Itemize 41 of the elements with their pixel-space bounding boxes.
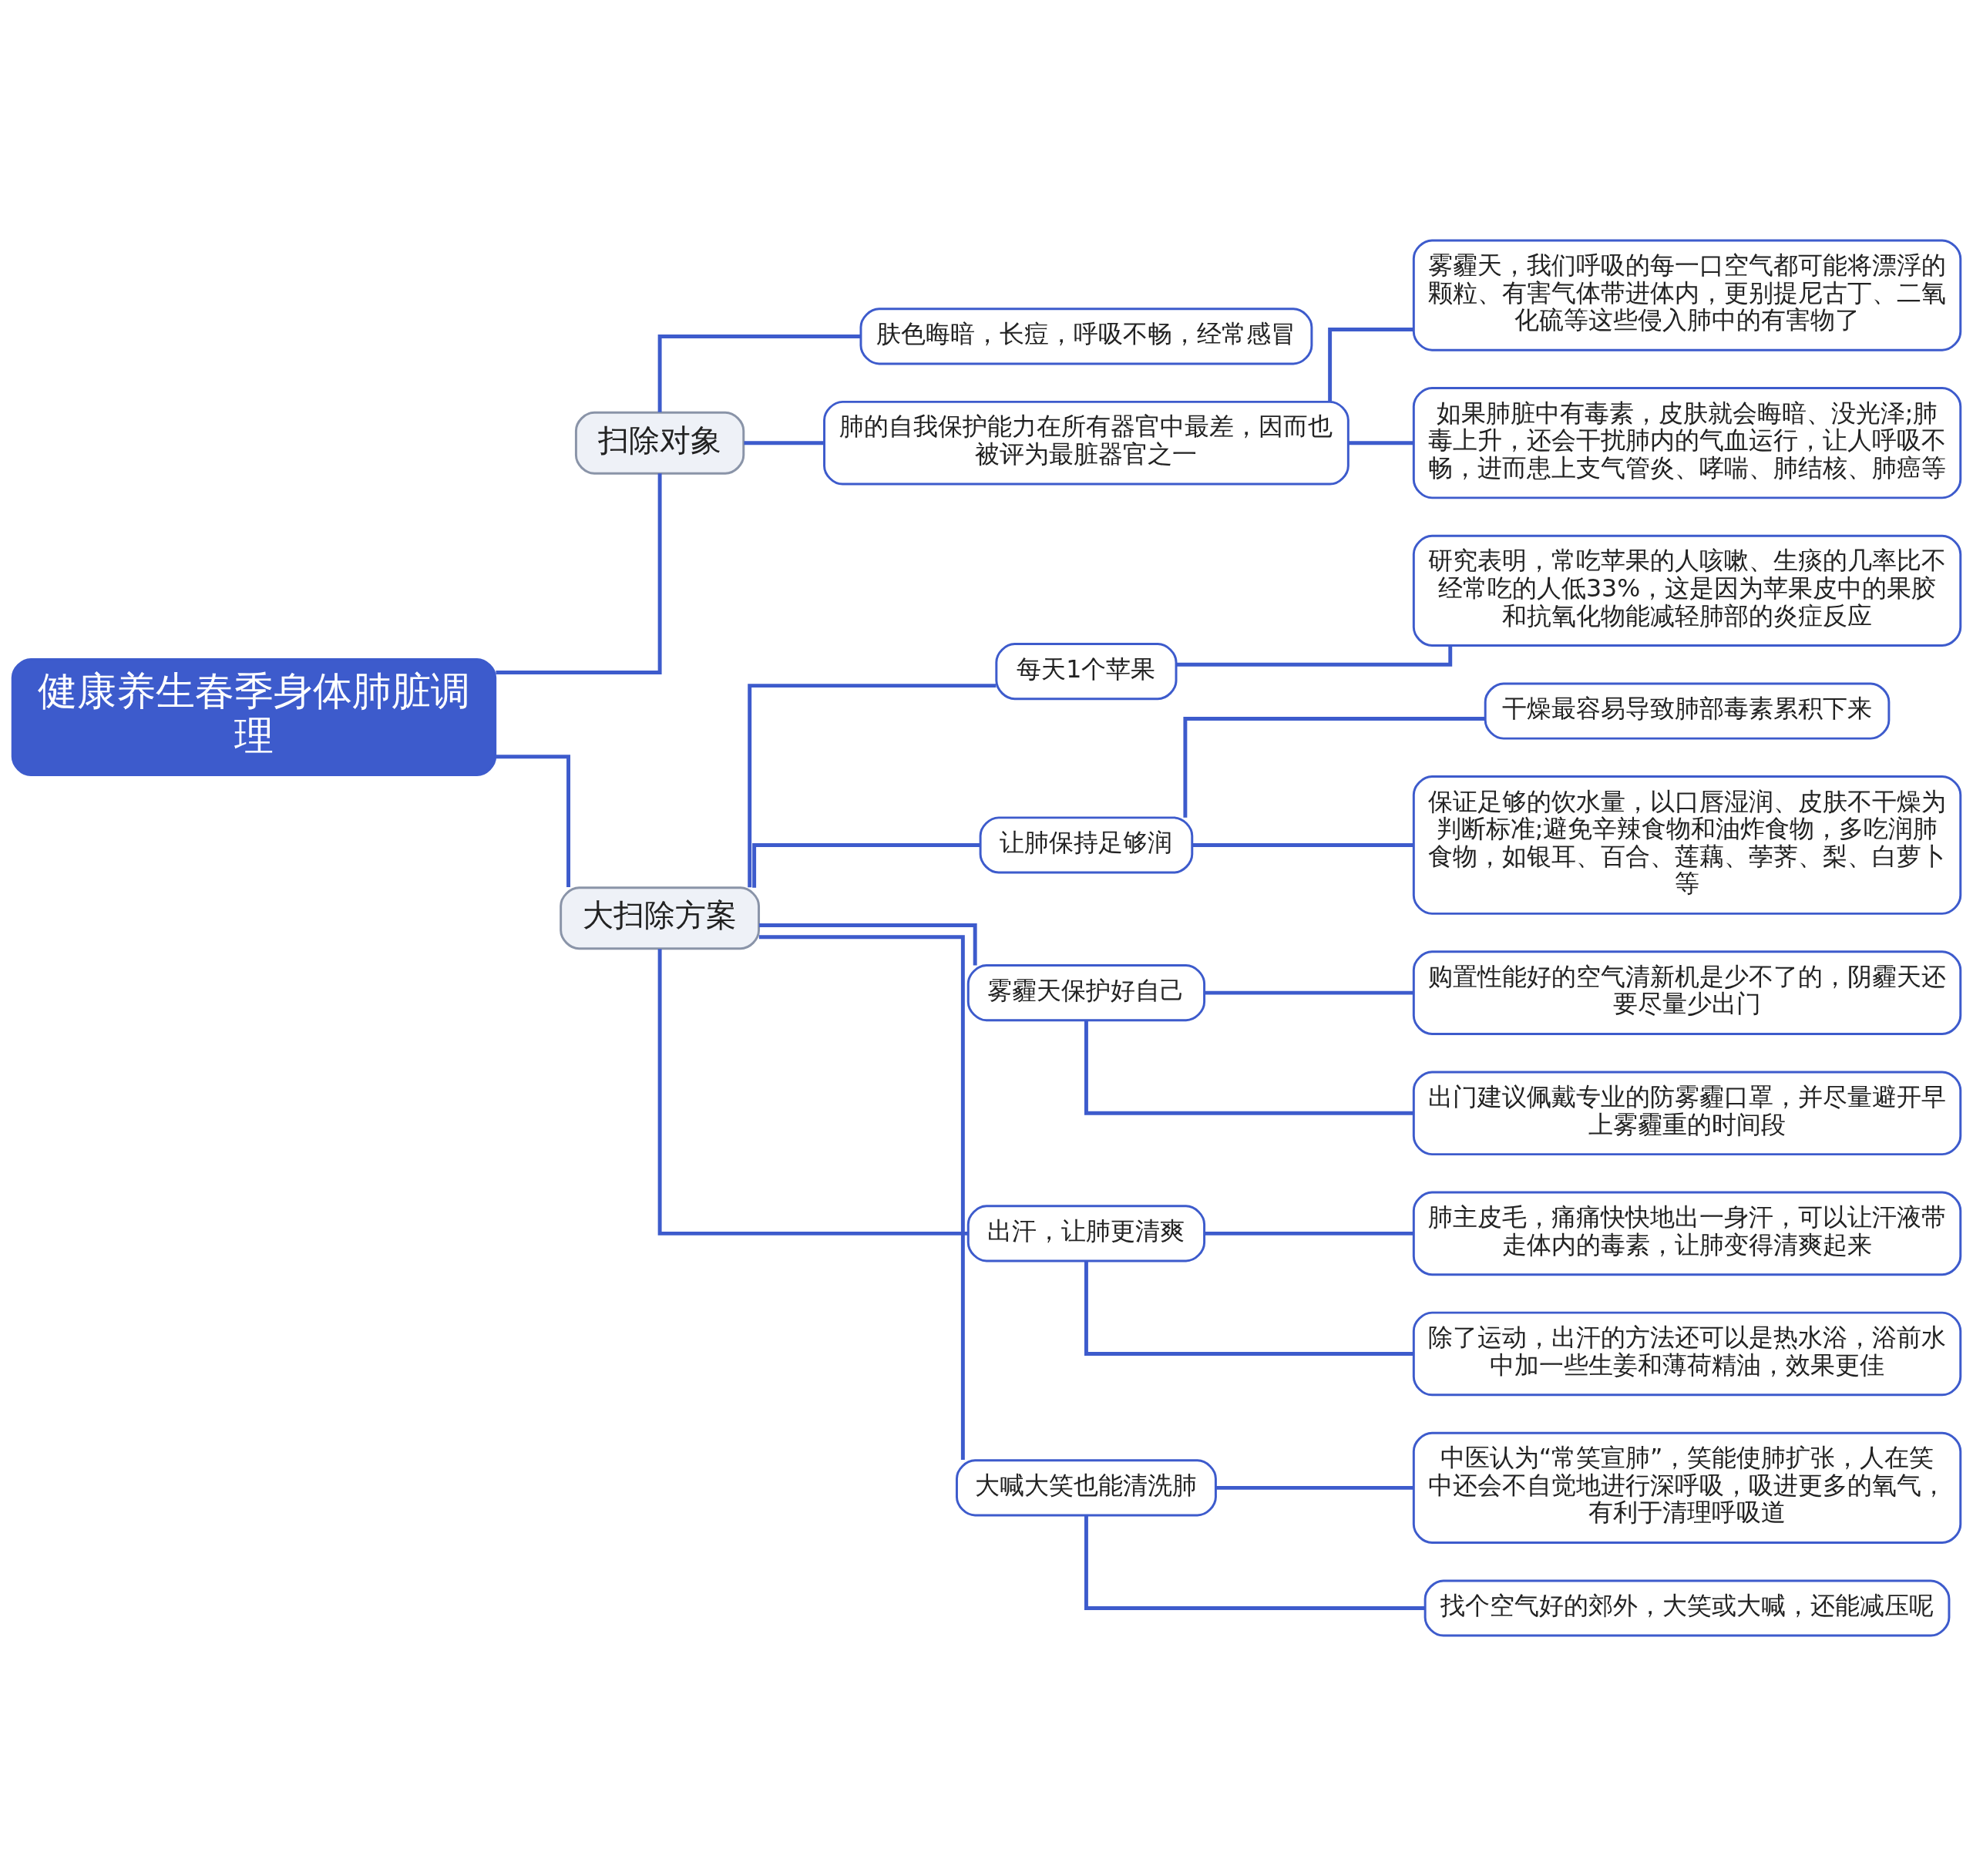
node-box: 购置性能好的空气清新机是少不了的，阴霾天还要尽量少出门 <box>1412 950 1962 1035</box>
node-box: 出汗，让肺更清爽 <box>966 1205 1206 1262</box>
connector <box>1205 1231 1413 1236</box>
connector <box>1205 990 1413 995</box>
node-box: 肺的自我保护能力在所有器官中最差，因而也被评为最脏器官之一 <box>823 400 1350 486</box>
node-box: 如果肺脏中有毒素，皮肤就会晦暗、没光泽;肺毒上升，还会干扰肺内的气血运行，让人呼吸不畅，进而患上支气管炎、哮喘、肺结核、肺癌等 <box>1412 387 1962 499</box>
connector <box>495 755 570 887</box>
connector <box>1084 1020 1413 1115</box>
connector <box>758 935 965 1460</box>
node-box: 让肺保持足够润 <box>979 816 1194 874</box>
node-box: 干燥最容易导致肺部毒素累积下来 <box>1484 682 1891 740</box>
node-box: 除了运动，出汗的方法还可以是热水浴，浴前水中加一些生姜和薄荷精油，效果更佳 <box>1412 1311 1962 1397</box>
node-box: 大喊大笑也能清洗肺 <box>956 1459 1217 1517</box>
connector <box>1348 441 1413 445</box>
node-box: 扫除对象 <box>574 411 745 475</box>
connector <box>758 923 977 966</box>
connector <box>1183 716 1485 818</box>
node-box: 大扫除方案 <box>560 886 761 950</box>
connector <box>1084 1261 1414 1356</box>
node-box: 肺主皮毛，痛痛快快地出一身汗，可以让汗液带走体内的毒素，让肺变得清爽起来 <box>1412 1191 1962 1276</box>
connector <box>657 334 861 412</box>
connector <box>752 843 980 888</box>
connector <box>1192 843 1413 847</box>
node-box: 每天1个苹果 <box>995 643 1178 701</box>
connector <box>496 473 662 674</box>
node-box: 研究表明，常吃苹果的人咳嗽、生痰的几率比不经常吃的人低33%，这是因为苹果皮中的果胶和抗氧化物能减轻肺部的炎症反应 <box>1412 534 1962 647</box>
node-box: 中医认为“常笑宣肺”，笑能使肺扩张，人在笑中还会不自觉地进行深呼吸，吸进更多的氧气，有利于清理呼吸道 <box>1412 1431 1962 1545</box>
node-box: 健康养生春季身体肺脏调理 <box>11 657 497 777</box>
node-box: 肤色晦暗，长痘，呼吸不畅，经常感冒 <box>859 308 1313 365</box>
connector <box>1084 1515 1425 1610</box>
node-box: 保证足够的饮水量，以口唇湿润、皮肤不干燥为判断标准;避免辛辣食物和油炸食物，多吃润肺食物，如银耳、百合、莲藕、荸荠、梨、白萝卜等 <box>1412 775 1962 915</box>
node-box: 雾霾天保护好自己 <box>966 964 1206 1022</box>
connector <box>744 441 825 445</box>
node-box: 出门建议佩戴专业的防雾霾口罩，并尽量避开早上雾霾重的时间段 <box>1412 1071 1962 1156</box>
connector <box>1215 1485 1413 1490</box>
connector <box>657 949 969 1236</box>
connector <box>748 684 997 888</box>
connector <box>1176 645 1453 667</box>
connector <box>1328 328 1414 402</box>
node-box: 找个空气好的郊外，大笑或大喊，还能减压呢 <box>1423 1579 1951 1637</box>
node-box: 雾霾天，我们呼吸的每一口空气都可能将漂浮的颗粒、有害气体带进体内，更别提尼古丁、二氧化硫等这些侵入肺中的有害物了 <box>1412 239 1962 351</box>
